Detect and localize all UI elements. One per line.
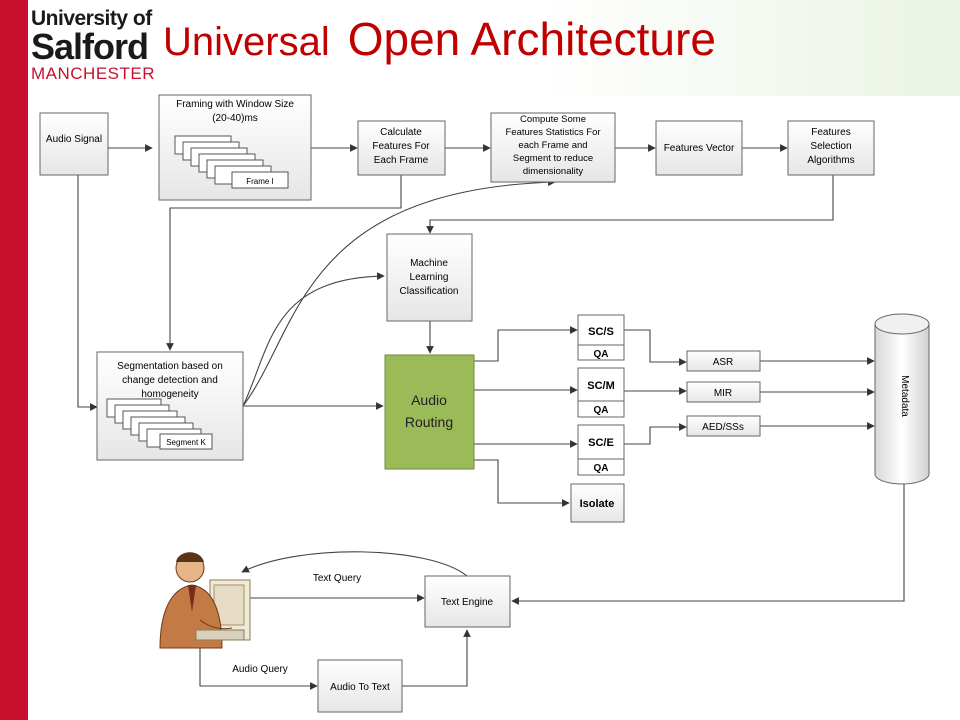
audio-signal-label: Audio Signal (46, 134, 102, 145)
aed-box: AED/SSs (686, 415, 761, 437)
segment-label: Segment K (166, 438, 206, 447)
title-part-1: Universal (163, 20, 330, 64)
asr-box: ASR (686, 350, 761, 372)
ml-line-3: Classification (400, 286, 459, 297)
ml-line-1: Machine (410, 258, 448, 269)
title-part-2: Open Architecture (347, 13, 716, 65)
isolate-box: Isolate (570, 483, 625, 523)
audio-signal-box: Audio Signal (39, 112, 109, 176)
scm-box: SC/M QA (577, 367, 625, 418)
mir-box: MIR (686, 381, 761, 403)
features-vector-box: Features Vector (655, 120, 743, 176)
segmentation-line-3: homogeneity (141, 389, 198, 400)
audio-routing-line-2: Routing (405, 414, 453, 430)
features-selection-box: Features Selection Algorithms (787, 120, 875, 176)
sce-label: SC/E (588, 437, 614, 449)
logo-line-2: Salford (31, 26, 149, 67)
framing-box: Framing with Window Size (20-40)ms Frame… (158, 94, 312, 201)
calculate-line-2: Features For (372, 141, 430, 152)
segmentation-line-2: change detection and (122, 375, 218, 386)
features-selection-line-2: Selection (810, 141, 851, 152)
scm-label: SC/M (587, 380, 615, 392)
compute-line-2: Features Statistics For (505, 127, 600, 138)
logo-line-1: University of (31, 7, 152, 30)
compute-line-5: dimensionality (523, 166, 583, 177)
metadata-cylinder: Metadata (874, 313, 930, 485)
text-engine-box: Text Engine (424, 575, 511, 628)
compute-line-4: Segment to reduce (513, 153, 593, 164)
scs-qa-label: QA (594, 349, 609, 360)
features-vector-label: Features Vector (664, 143, 735, 154)
framing-label-line-1: Framing with Window Size (176, 99, 294, 110)
slide-title: Universal Open Architecture (163, 12, 716, 66)
audio-query-label: Audio Query (232, 664, 288, 675)
metadata-label: Metadata (899, 375, 910, 417)
calculate-line-1: Calculate (380, 127, 422, 138)
calculate-features-box: Calculate Features For Each Frame (357, 120, 446, 176)
frame-label: Frame I (246, 177, 274, 186)
logo-line-3: MANCHESTER (31, 64, 156, 83)
connectors (77, 144, 905, 690)
compute-statistics-box: Compute Some Features Statistics For eac… (490, 112, 616, 183)
scm-qa-label: QA (594, 405, 609, 416)
brand-sidebar-bar (0, 0, 28, 720)
compute-line-3: each Frame and (518, 140, 587, 151)
audio-to-text-box: Audio To Text (317, 659, 403, 713)
audio-to-text-label: Audio To Text (330, 682, 390, 693)
sce-qa-label: QA (594, 463, 609, 474)
audio-routing-box: Audio Routing (384, 354, 475, 470)
machine-learning-box: Machine Learning Classification (386, 233, 473, 322)
sce-box: SC/E QA (577, 424, 625, 476)
segmentation-box: Segmentation based on change detection a… (96, 351, 244, 461)
architecture-diagram: Audio Signal Framing with Window Size (2… (39, 94, 930, 713)
text-query-label: Text Query (313, 573, 361, 584)
segment-stack (106, 398, 213, 450)
isolate-label: Isolate (580, 498, 615, 510)
frame-stack (174, 135, 289, 189)
text-engine-label: Text Engine (441, 597, 494, 608)
mir-label: MIR (714, 388, 732, 399)
calculate-line-3: Each Frame (374, 155, 429, 166)
university-logo: University of Salford MANCHESTER (31, 8, 156, 90)
compute-line-1: Compute Some (520, 114, 586, 125)
audio-routing-line-1: Audio (411, 392, 447, 408)
framing-label-line-2: (20-40)ms (212, 113, 258, 124)
features-selection-line-3: Algorithms (807, 155, 854, 166)
scs-label: SC/S (588, 326, 614, 338)
segmentation-line-1: Segmentation based on (117, 361, 223, 372)
features-selection-line-1: Features (811, 127, 850, 138)
person-at-computer-icon (159, 552, 251, 649)
scs-box: SC/S QA (577, 314, 625, 361)
asr-label: ASR (713, 357, 734, 368)
ml-line-2: Learning (410, 272, 449, 283)
header-band (28, 0, 960, 96)
aed-label: AED/SSs (702, 422, 744, 433)
